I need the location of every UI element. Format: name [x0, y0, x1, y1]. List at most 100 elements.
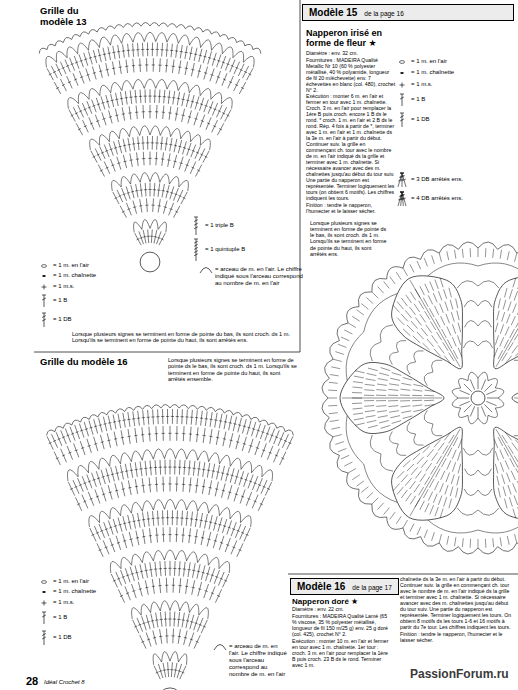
stitch-symbol: [42, 612, 46, 624]
legend-text: = 3 DB arrêtés ens.: [411, 176, 511, 183]
legend-text: = arceau de m. en l'air. Le chiffre indi…: [229, 643, 287, 677]
scallop-edge: [39, 23, 261, 54]
petal-stitches: [393, 278, 462, 367]
pattern-text: Finition : tendre le napperon, l'humecte…: [400, 632, 514, 644]
chain-symbol: [399, 61, 404, 64]
stitch-row: [69, 89, 231, 121]
sc-symbol: [400, 83, 405, 88]
petal-outline: [494, 276, 518, 369]
dc-symbol: [42, 612, 46, 624]
tr-symbol: [400, 113, 404, 127]
legend-text: = 1 m.s.: [411, 81, 511, 88]
stitch-symbol: [42, 295, 46, 307]
stitch-row: [120, 198, 180, 217]
chain-row: [46, 32, 254, 67]
chain-row: [67, 449, 272, 481]
stitch-row: [54, 58, 245, 94]
pattern-text: Fournitures : MADEIRA Qualité Metallic N…: [306, 58, 396, 94]
chain-net: [428, 448, 518, 533]
magazine-name: Idéal Crochet 8: [44, 679, 85, 686]
petal-outline: [494, 427, 518, 520]
pattern-text: Diamètre : env. 32 cm.: [306, 51, 396, 57]
chart-title: Grille du modèle 16: [40, 357, 155, 368]
stitch-symbol: [194, 217, 198, 235]
chain-row: [132, 601, 209, 619]
chain-row: [153, 652, 187, 665]
stitch-symbol: [400, 94, 404, 106]
stitch-row: [154, 662, 186, 679]
center-ring: [140, 252, 160, 272]
pattern-text: Exécution : monter 10 m. en l'air et fer…: [292, 639, 392, 669]
legend-text: = 1 m. en l'air: [53, 578, 113, 585]
chain-net: [514, 294, 518, 386]
stitch-symbol: [42, 601, 47, 606]
cluster-symbol: [398, 192, 406, 206]
pattern-text: Finition : tendre le napperon, l'humecte…: [306, 203, 396, 215]
sc-symbol: [42, 601, 47, 606]
chain-row: [90, 126, 211, 150]
stitch-symbol: [42, 275, 46, 277]
stitch-symbol: [398, 173, 406, 187]
legend-text: = 1 m. en l'air: [411, 58, 511, 65]
qtr-symbol: [194, 239, 198, 261]
slip-symbol: [42, 591, 46, 593]
tr-symbol: [42, 313, 46, 327]
watermark: PassionForum.ru: [410, 668, 509, 682]
chart-note: Lorsque plusieurs signes se terminent en…: [72, 331, 298, 344]
stitch-symbol: [42, 313, 46, 327]
chain-net: [346, 410, 442, 502]
petal-stitches: [514, 368, 518, 429]
dc-symbol: [400, 94, 404, 106]
legend-text: = 1 DB: [53, 316, 123, 323]
tr-symbol: [42, 631, 46, 645]
stitch-symbol: [42, 631, 46, 645]
page-number: 28: [26, 675, 38, 688]
stitch-symbol: [398, 192, 406, 206]
arch-symbol: [214, 645, 226, 651]
chain-net: [346, 294, 442, 386]
scallop-edge: [47, 405, 294, 436]
legend-text: = 1 B: [411, 96, 511, 103]
slip-symbol: [42, 275, 46, 277]
legend-text: = 1 m.s.: [53, 599, 113, 606]
legend-text: = 1 B: [53, 614, 113, 621]
stitch-row: [133, 612, 208, 634]
petal-outline: [392, 427, 463, 520]
chain-ring: [452, 372, 504, 424]
section-divider: [34, 352, 300, 353]
petal-outline: [392, 276, 463, 369]
stitch-row: [76, 477, 265, 511]
chart-grid-16: [47, 405, 294, 690]
dc-symbol: [42, 295, 46, 307]
stitch-row: [118, 578, 221, 603]
stitch-row: [91, 136, 209, 163]
petal-outline: [512, 362, 518, 433]
stitch-row: [98, 152, 202, 177]
stitch-row: [135, 230, 166, 246]
stitch-symbol: [41, 581, 46, 584]
pattern-text: Fournitures : MADEIRA Qualité Lamé (65 %…: [292, 614, 392, 638]
legend-text: = 1 m. chaînette: [411, 69, 511, 76]
petal-stitches: [494, 278, 518, 367]
stitch-symbol: [200, 268, 212, 274]
stitch-symbol: [214, 645, 226, 651]
model-number: Modèle 16: [297, 581, 345, 592]
chain-symbol: [41, 265, 46, 268]
arch-symbol: [200, 268, 212, 274]
legend-text: = 1 triple B: [205, 222, 285, 229]
stitch-symbol: [42, 285, 47, 290]
chart-grid-13: [39, 23, 261, 272]
section-header: Modèle 16de la page 17: [290, 578, 399, 595]
page-reference: de la page 16: [364, 10, 403, 17]
legend-text: = arceau de m. en l'air. Le chiffre indi…: [215, 266, 303, 287]
petal-stitches: [393, 429, 462, 518]
stitch-symbol: [400, 83, 405, 88]
chain-net: [514, 410, 518, 502]
legend-text: = 1 m. en l'air: [53, 262, 123, 269]
pattern-text: Exécution : monter 6 m. en l'air et ferm…: [306, 94, 396, 201]
stitch-row: [47, 409, 293, 450]
stitch-symbol: [41, 265, 46, 268]
legend-text: = 1 B: [53, 297, 123, 304]
chain-row: [68, 79, 232, 109]
legend-text: = 1 quintuple B: [205, 246, 285, 253]
